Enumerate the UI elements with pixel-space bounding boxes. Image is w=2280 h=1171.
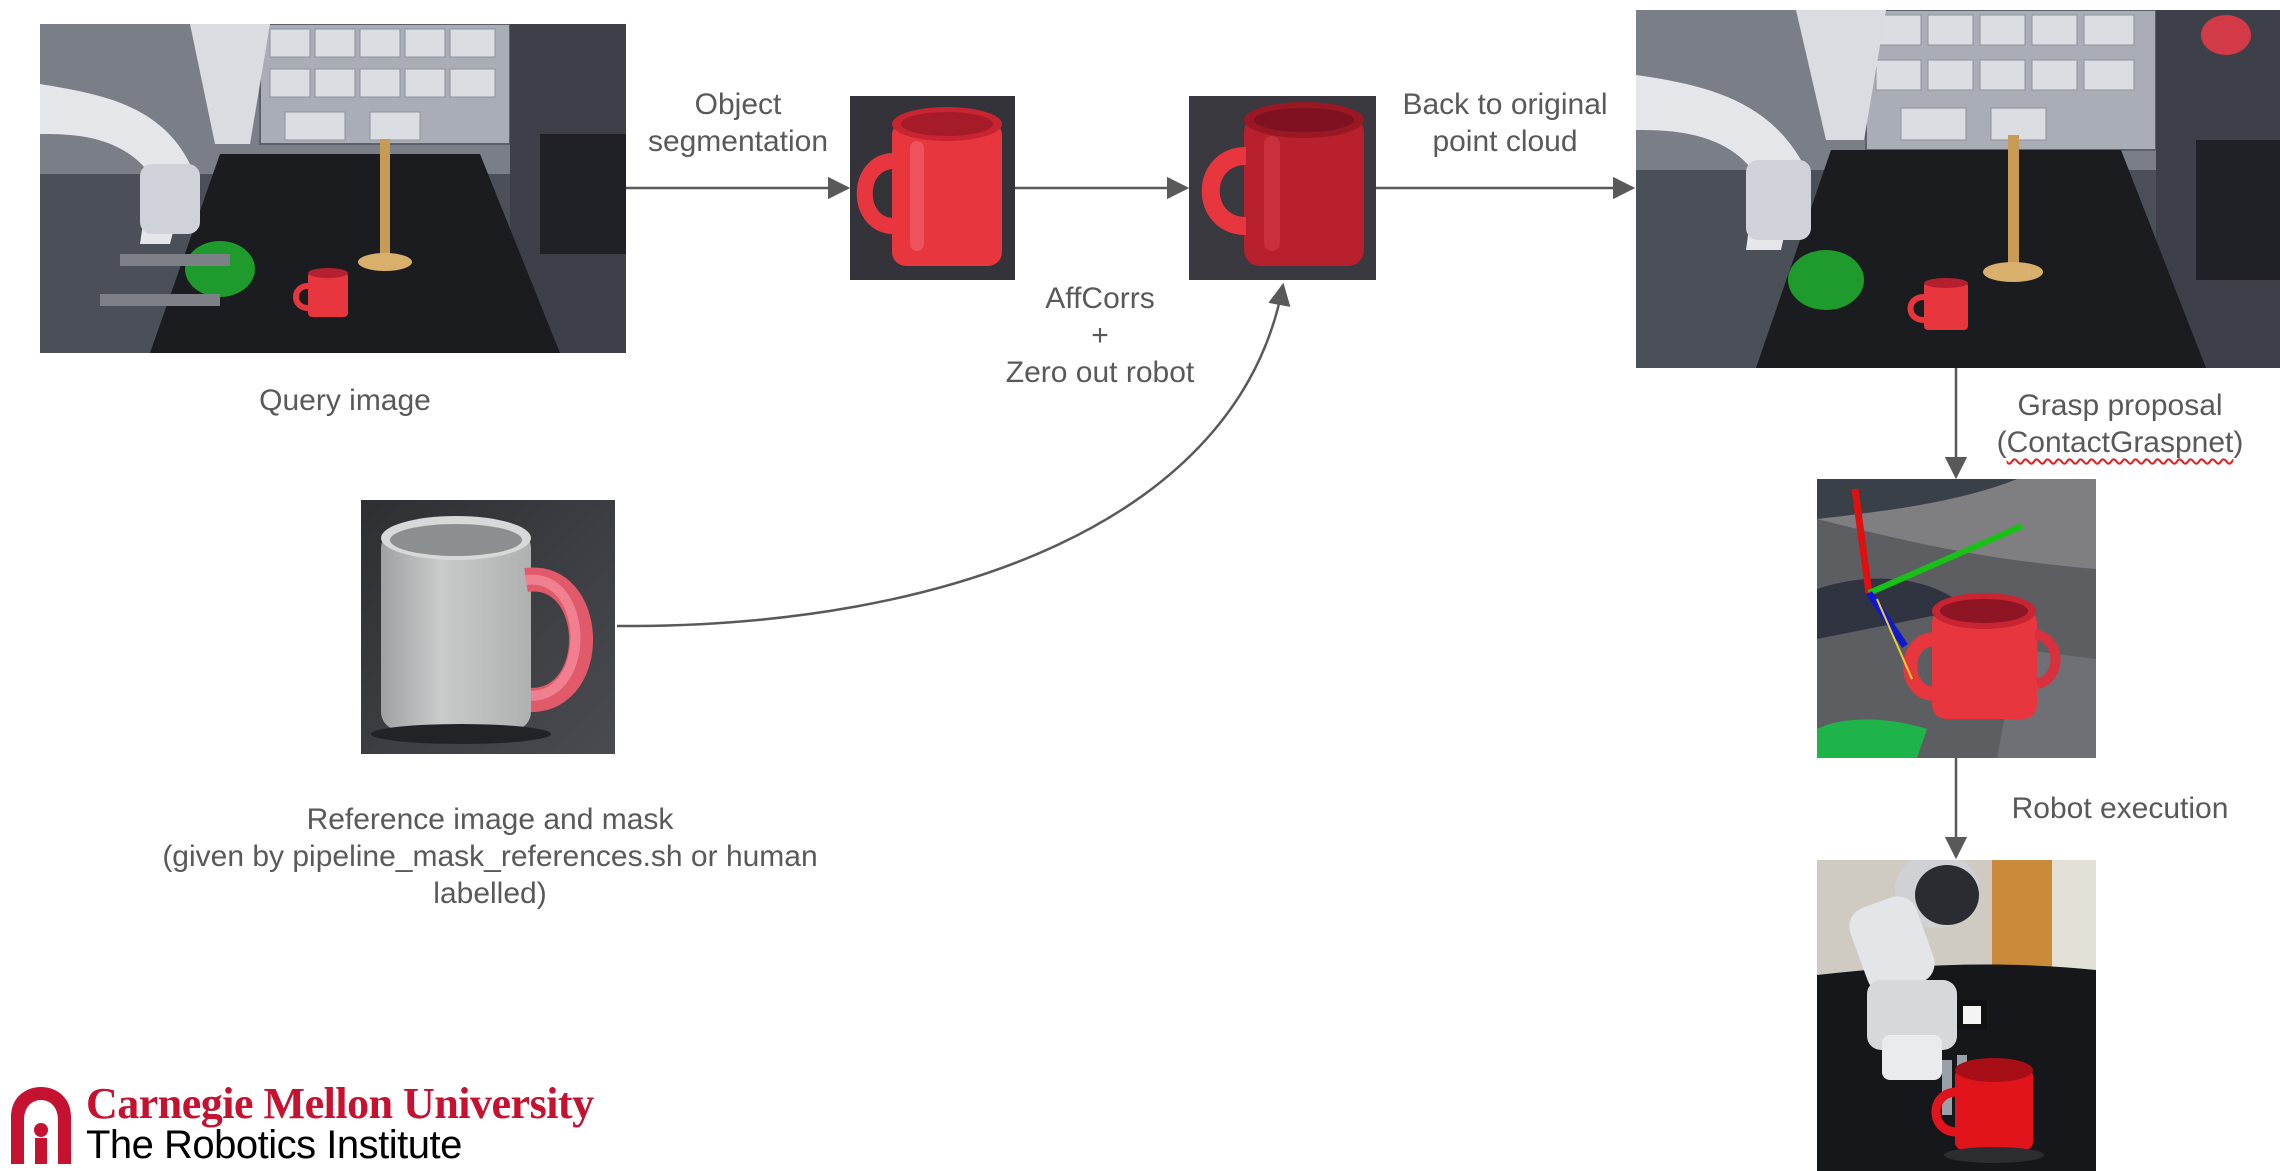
logo-institute: The Robotics Institute xyxy=(86,1123,462,1167)
segmented-mug-image xyxy=(850,96,1015,280)
back-to-original-label: Back to original point cloud xyxy=(1402,88,1608,158)
robot-execution-image xyxy=(1817,860,2096,1171)
query-image xyxy=(40,24,626,353)
reference-label: Reference image and mask (given by pipel… xyxy=(162,803,818,910)
reference-image xyxy=(361,500,615,754)
cmu-logo-icon xyxy=(11,1087,71,1164)
robot-execution-label: Robot execution xyxy=(2011,792,2229,825)
object-segmentation-label: Object segmentation xyxy=(647,88,829,158)
arrow-reference-to-affcorrs xyxy=(616,282,1291,628)
query-image-label: Query image xyxy=(259,384,431,417)
logo-university: Carnegie Mellon University xyxy=(86,1079,594,1128)
affcorrs-result-image xyxy=(1189,96,1376,280)
affcorrs-label: AffCorrs + Zero out robot xyxy=(1005,282,1195,389)
original-pointcloud-image xyxy=(1636,10,2280,368)
grasp-proposal-label: Grasp proposal (ContactGraspnet) xyxy=(1996,389,2244,459)
grasp-proposal-image xyxy=(1817,479,2096,758)
contactgraspnet-text: ContactGraspnet xyxy=(2006,426,2234,459)
